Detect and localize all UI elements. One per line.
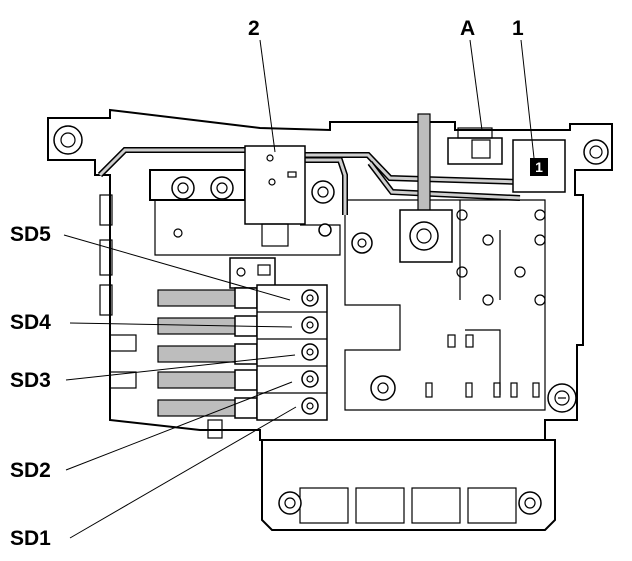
right-panel [344,199,546,411]
ground-terminal [399,209,453,263]
bus-plate [149,169,373,256]
callout-1: 1 [512,17,524,40]
leader-lines [63,39,535,539]
wiring-harness [97,113,521,225]
callout-sd3: SD3 [10,369,51,392]
marker-label: 1 [535,159,543,175]
fuse-terminal-bank [157,257,328,439]
fuse-holder-a [447,127,503,165]
callout-2: 2 [248,17,260,40]
callout-sd4: SD4 [10,311,51,334]
relay-component [244,145,306,247]
lower-housing [261,439,556,531]
callout-sd5: SD5 [10,223,51,246]
marker-box-1: 1 [512,139,566,193]
callout-sd2: SD2 [10,459,51,482]
callout-sd1: SD1 [10,527,51,550]
callout-a: A [460,17,476,40]
